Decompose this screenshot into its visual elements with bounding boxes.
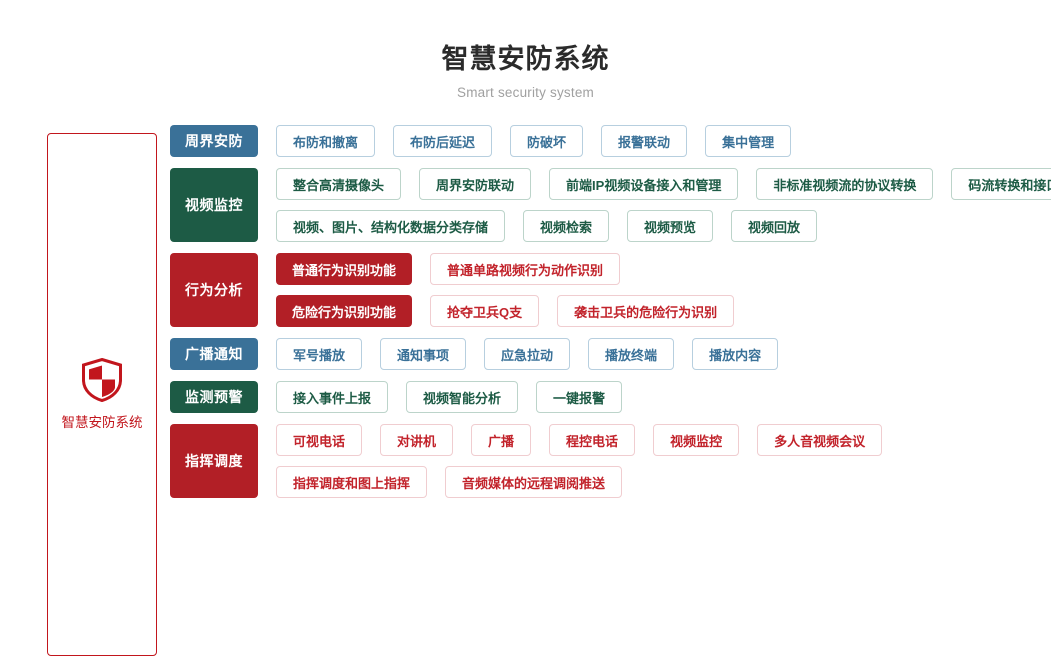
feature-chip[interactable]: 视频预览 <box>627 210 714 242</box>
category-row: 监测预警接入事件上报视频智能分析一键报警 <box>170 381 1050 413</box>
feature-chip[interactable]: 抢夺卫兵Q支 <box>430 295 540 327</box>
page-title: 智慧安防系统 <box>441 44 610 74</box>
feature-group: 普通行为识别功能普通单路视频行为动作识别危险行为识别功能抢夺卫兵Q支袭击卫兵的危… <box>258 253 1050 327</box>
feature-chip[interactable]: 视频、图片、结构化数据分类存储 <box>276 210 506 242</box>
feature-chip[interactable]: 码流转换和接口转换 <box>951 168 1051 200</box>
feature-chip[interactable]: 军号播放 <box>276 338 363 370</box>
feature-chip[interactable]: 多人音视频会议 <box>757 424 883 456</box>
category-row: 行为分析普通行为识别功能普通单路视频行为动作识别危险行为识别功能抢夺卫兵Q支袭击… <box>170 253 1050 327</box>
feature-chip[interactable]: 整合高清摄像头 <box>276 168 402 200</box>
feature-group: 可视电话对讲机广播程控电话视频监控多人音视频会议指挥调度和图上指挥音频媒体的远程… <box>258 424 1050 498</box>
feature-chip[interactable]: 一键报警 <box>536 381 623 413</box>
feature-group: 军号播放通知事项应急拉动播放终端播放内容 <box>258 338 1050 370</box>
feature-chip[interactable]: 对讲机 <box>380 424 454 456</box>
category-chip-3[interactable]: 行为分析 <box>170 253 258 327</box>
feature-line: 普通行为识别功能普通单路视频行为动作识别 <box>276 253 1050 285</box>
feature-group: 整合高清摄像头周界安防联动前端IP视频设备接入和管理非标准视频流的协议转换码流转… <box>258 168 1051 242</box>
feature-chip[interactable]: 普通行为识别功能 <box>276 253 413 285</box>
feature-chip[interactable]: 可视电话 <box>276 424 363 456</box>
category-chip-1[interactable]: 周界安防 <box>170 125 258 157</box>
feature-chip[interactable]: 普通单路视频行为动作识别 <box>430 253 621 285</box>
page-header: 智慧安防系统 Smart security system <box>0 0 1051 100</box>
category-rows: 周界安防布防和撤离布防后延迟防破坏报警联动集中管理视频监控整合高清摄像头周界安防… <box>170 125 1051 509</box>
category-chip-6[interactable]: 指挥调度 <box>170 424 258 498</box>
feature-line: 视频、图片、结构化数据分类存储视频检索视频预览视频回放 <box>276 210 1051 242</box>
feature-chip[interactable]: 应急拉动 <box>484 338 571 370</box>
feature-line: 危险行为识别功能抢夺卫兵Q支袭击卫兵的危险行为识别 <box>276 295 1050 327</box>
feature-chip[interactable]: 危险行为识别功能 <box>276 295 413 327</box>
feature-chip[interactable]: 视频检索 <box>523 210 610 242</box>
feature-chip[interactable]: 程控电话 <box>549 424 636 456</box>
shield-icon <box>81 358 123 402</box>
feature-chip[interactable]: 广播 <box>471 424 532 456</box>
category-row: 指挥调度可视电话对讲机广播程控电话视频监控多人音视频会议指挥调度和图上指挥音频媒… <box>170 424 1050 498</box>
feature-chip[interactable]: 布防后延迟 <box>393 125 493 157</box>
feature-chip[interactable]: 视频智能分析 <box>406 381 519 413</box>
category-chip-2[interactable]: 视频监控 <box>170 168 258 242</box>
feature-chip[interactable]: 报警联动 <box>601 125 688 157</box>
feature-line: 军号播放通知事项应急拉动播放终端播放内容 <box>276 338 1050 370</box>
feature-chip[interactable]: 非标准视频流的协议转换 <box>756 168 934 200</box>
feature-chip[interactable]: 指挥调度和图上指挥 <box>276 466 428 498</box>
feature-line: 接入事件上报视频智能分析一键报警 <box>276 381 1050 413</box>
feature-chip[interactable]: 视频监控 <box>653 424 740 456</box>
feature-chip[interactable]: 防破坏 <box>510 125 584 157</box>
feature-chip[interactable]: 布防和撤离 <box>276 125 376 157</box>
feature-chip[interactable]: 播放内容 <box>692 338 779 370</box>
root-system-panel[interactable]: 智慧安防系统 <box>47 133 157 656</box>
feature-line: 整合高清摄像头周界安防联动前端IP视频设备接入和管理非标准视频流的协议转换码流转… <box>276 168 1051 200</box>
feature-line: 可视电话对讲机广播程控电话视频监控多人音视频会议 <box>276 424 1050 456</box>
root-system-label: 智慧安防系统 <box>61 415 143 430</box>
feature-chip[interactable]: 袭击卫兵的危险行为识别 <box>557 295 735 327</box>
feature-group: 布防和撤离布防后延迟防破坏报警联动集中管理 <box>258 125 1050 157</box>
category-row: 视频监控整合高清摄像头周界安防联动前端IP视频设备接入和管理非标准视频流的协议转… <box>170 168 1051 242</box>
feature-chip[interactable]: 音频媒体的远程调阅推送 <box>445 466 623 498</box>
feature-chip[interactable]: 集中管理 <box>705 125 792 157</box>
page-subtitle: Smart security system <box>457 85 594 100</box>
category-chip-4[interactable]: 广播通知 <box>170 338 258 370</box>
feature-line: 指挥调度和图上指挥音频媒体的远程调阅推送 <box>276 466 1050 498</box>
feature-chip[interactable]: 视频回放 <box>731 210 818 242</box>
feature-chip[interactable]: 接入事件上报 <box>276 381 389 413</box>
category-row: 周界安防布防和撤离布防后延迟防破坏报警联动集中管理 <box>170 125 1050 157</box>
category-row: 广播通知军号播放通知事项应急拉动播放终端播放内容 <box>170 338 1050 370</box>
feature-chip[interactable]: 播放终端 <box>588 338 675 370</box>
feature-chip[interactable]: 通知事项 <box>380 338 467 370</box>
feature-group: 接入事件上报视频智能分析一键报警 <box>258 381 1050 413</box>
feature-chip[interactable]: 周界安防联动 <box>419 168 532 200</box>
feature-chip[interactable]: 前端IP视频设备接入和管理 <box>549 168 739 200</box>
feature-line: 布防和撤离布防后延迟防破坏报警联动集中管理 <box>276 125 1050 157</box>
category-chip-5[interactable]: 监测预警 <box>170 381 258 413</box>
